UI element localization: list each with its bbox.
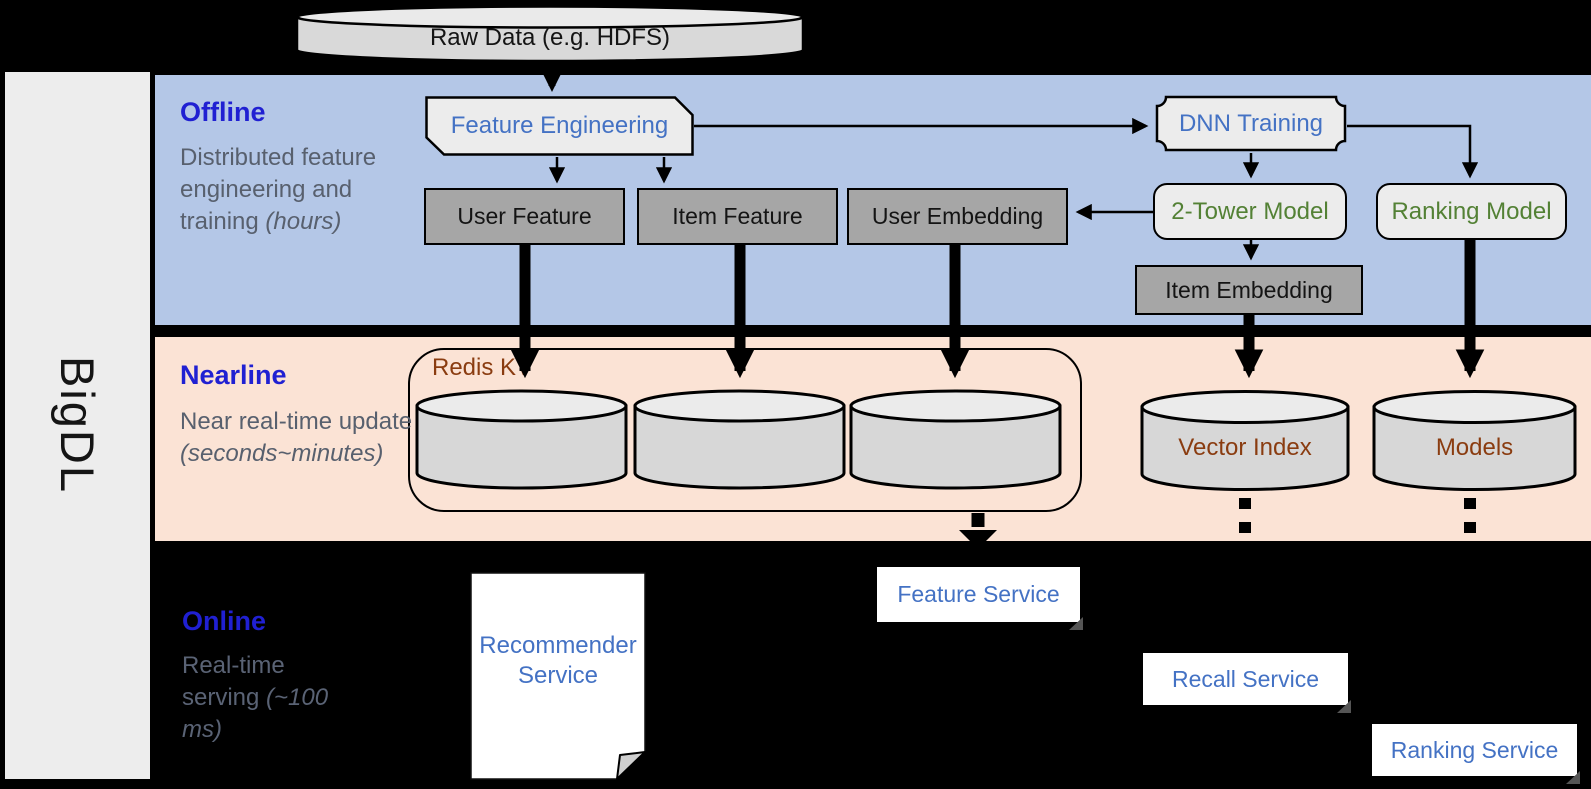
feature-service-label: Feature Service: [897, 581, 1060, 607]
bigdl-logo-text: BigDL: [51, 356, 104, 495]
online-title: Online: [182, 606, 267, 636]
offline-description: Distributed feature engineering and trai…: [180, 142, 412, 238]
redis-cylinder-3: [849, 388, 1062, 492]
online-desc-italic: (~100 ms): [182, 683, 329, 743]
offline-title: Offline: [180, 97, 266, 127]
cylinder-shape: [849, 389, 1062, 490]
two-tower-model-label: 2-Tower Model: [1171, 197, 1329, 225]
nearline-title: Nearline: [180, 360, 287, 390]
item-feature-node: Item Feature: [637, 188, 838, 245]
models-store: Models: [1372, 388, 1577, 494]
cylinder-shape: [415, 389, 628, 490]
user-embedding-label: User Embedding: [871, 203, 1044, 229]
vector-index-store: Vector Index: [1140, 388, 1350, 494]
user-feature-node: User Feature: [424, 188, 625, 245]
ranking-model-label: Ranking Model: [1391, 197, 1552, 225]
user-embedding-node: User Embedding: [847, 188, 1068, 245]
feature-engineering-node: Feature Engineering: [425, 96, 694, 156]
recall-service-node: Recall Service: [1143, 653, 1348, 705]
cylinder-shape: [633, 389, 846, 490]
online-desc-text: Real-time serving: [182, 652, 285, 711]
two-tower-model-node: 2-Tower Model: [1153, 183, 1347, 240]
recall-service-label: Recall Service: [1172, 665, 1319, 692]
redis-cylinder-1: [415, 388, 628, 492]
snip-corner-shape: [425, 96, 694, 156]
item-feature-label: Item Feature: [672, 203, 803, 229]
cylinder-shape: [295, 5, 805, 63]
bigdl-sidebar: BigDL: [5, 72, 150, 779]
offline-desc-italic: (hours): [265, 207, 342, 235]
ranking-model-node: Ranking Model: [1376, 183, 1567, 240]
raw-data-store: Raw Data (e.g. HDFS): [295, 4, 805, 64]
ranking-service-node: Ranking Service: [1372, 724, 1577, 776]
cylinder-shape: [1372, 390, 1577, 491]
ranking-service-label: Ranking Service: [1390, 736, 1559, 763]
nearline-desc-text: Near real-time update: [180, 408, 413, 435]
recommender-service-node: Recommender Service: [470, 572, 646, 780]
document-shape: [470, 572, 646, 780]
plaque-shape: [1155, 95, 1347, 152]
nearline-desc-italic: (seconds~minutes): [180, 439, 384, 467]
offline-desc-text: Distributed feature engineering and trai…: [180, 144, 377, 235]
redis-kv-label: Redis KV: [432, 354, 533, 381]
cylinder-shape: [1140, 390, 1350, 491]
nearline-description: Near real-time update (seconds~minutes): [180, 406, 442, 470]
redis-cylinder-2: [633, 388, 846, 492]
online-description: Real-time serving (~100 ms): [182, 650, 334, 746]
feature-service-node: Feature Service: [877, 567, 1080, 622]
dnn-training-node: DNN Training: [1155, 95, 1347, 152]
item-embedding-label: Item Embedding: [1165, 276, 1333, 303]
item-embedding-node: Item Embedding: [1135, 265, 1363, 315]
user-feature-label: User Feature: [457, 203, 592, 229]
